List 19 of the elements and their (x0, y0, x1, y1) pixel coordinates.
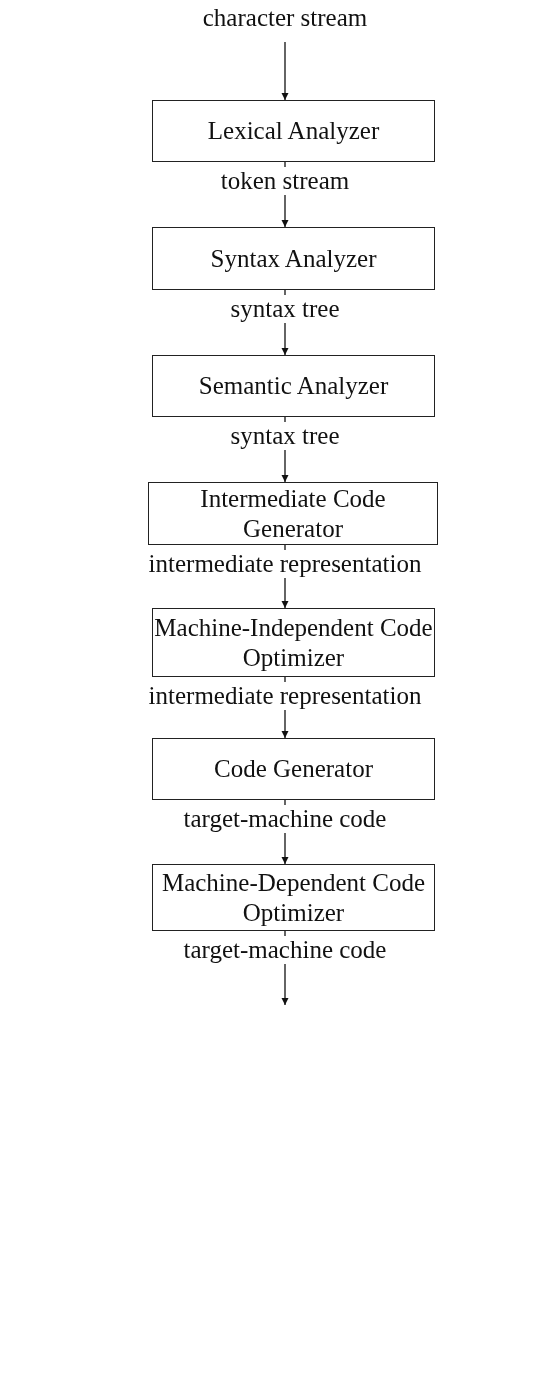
edge-label: syntax tree (228, 295, 342, 323)
edge-label: token stream (218, 167, 352, 195)
edge-label: target-machine code (181, 805, 389, 833)
box-label: Lexical Analyzer (207, 116, 380, 146)
box-label: Intermediate Code Generator (199, 483, 387, 544)
process-box (152, 227, 435, 290)
box-label: Code Generator (214, 754, 373, 784)
box-label: Syntax Analyzer (210, 243, 377, 274)
process-box (152, 738, 435, 800)
box-label: Semantic Analyzer (198, 371, 389, 401)
process-box (152, 355, 435, 417)
arrow (281, 41, 289, 101)
edge-label: intermediate representation (146, 550, 424, 578)
edge-label: syntax tree (228, 422, 342, 450)
edge-label: intermediate representation (146, 682, 424, 710)
box-label: Machine-Independent Code Optimizer (153, 612, 434, 673)
process-box (152, 100, 435, 162)
process-box (148, 482, 438, 545)
edge-label: target-machine code (181, 936, 389, 964)
